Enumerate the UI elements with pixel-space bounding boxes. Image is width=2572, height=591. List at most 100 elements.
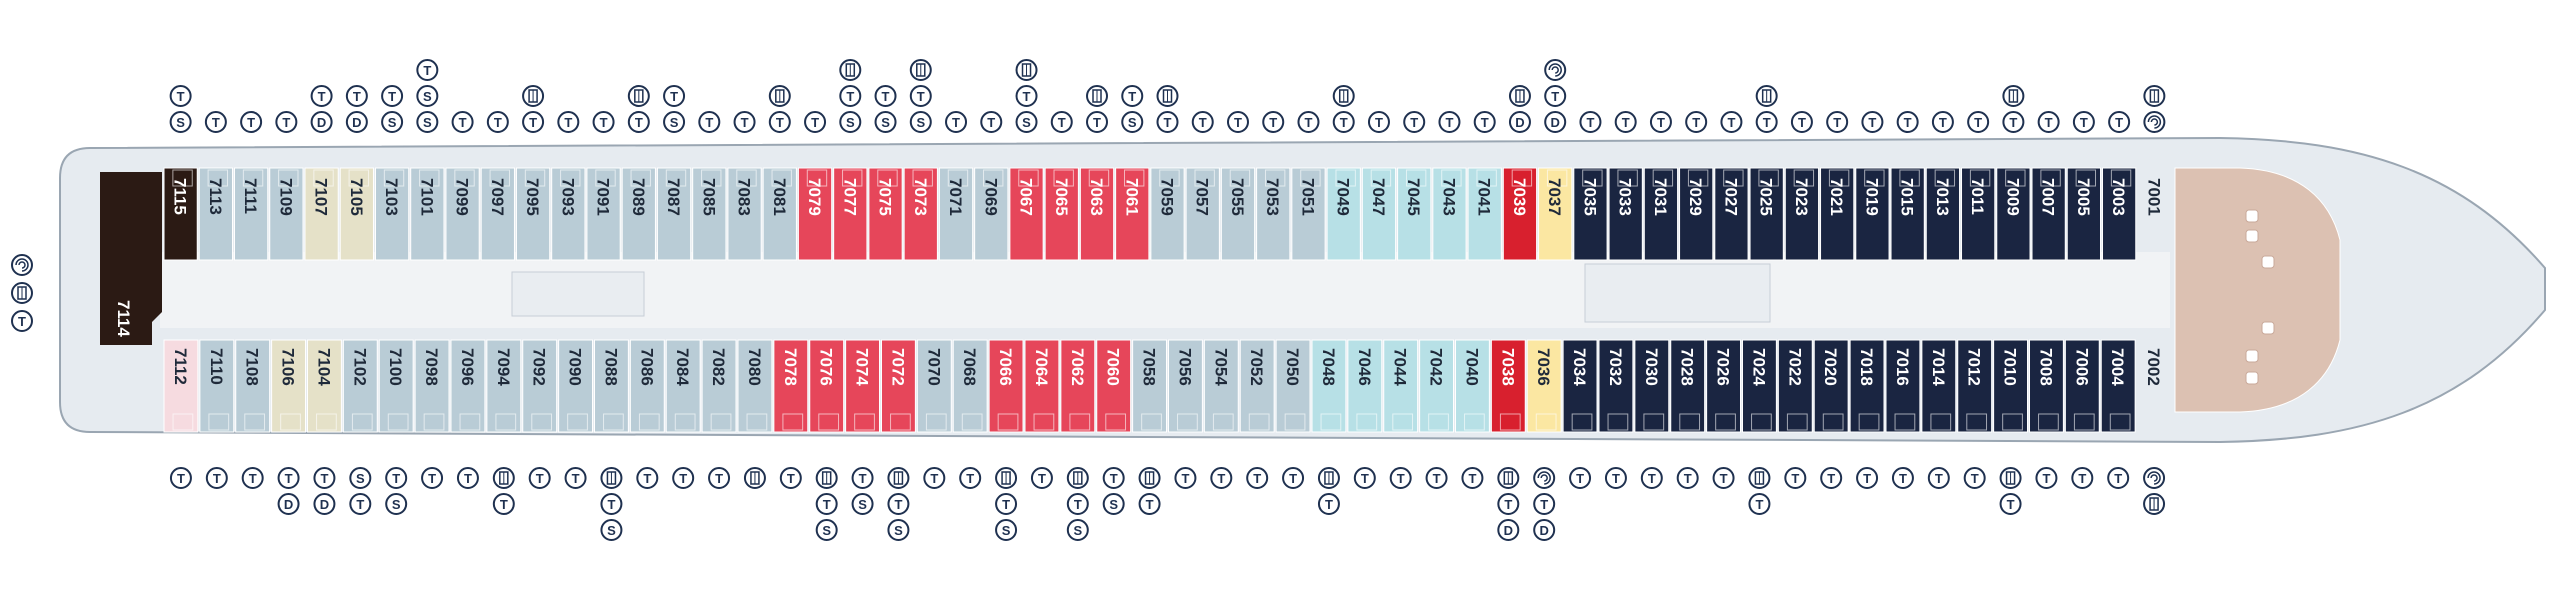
cabin-box[interactable]	[198, 167, 233, 261]
cabin-7110[interactable]: 7110	[199, 339, 235, 433]
cabin-box[interactable]	[307, 339, 342, 433]
cabin-box[interactable]	[1598, 339, 1634, 433]
cabin-7024[interactable]: 7024	[1742, 339, 1777, 433]
cabin-box[interactable]	[1885, 339, 1921, 433]
cabin-7054[interactable]: 7054	[1203, 339, 1239, 433]
cabin-box[interactable]	[515, 167, 551, 261]
cabin-7013[interactable]: 7013	[1925, 167, 1961, 261]
cabin-box[interactable]	[1957, 339, 1993, 433]
cabin-box[interactable]	[833, 167, 868, 261]
cabin-7035[interactable]: 7035	[1573, 167, 1608, 261]
cabin-box[interactable]	[665, 339, 701, 433]
cabin-box[interactable]	[1634, 339, 1670, 433]
cabin-7019[interactable]: 7019	[1855, 167, 1890, 261]
cabin-7003[interactable]: 7003	[2102, 167, 2137, 261]
cabin-7030[interactable]: 7030	[1634, 339, 1670, 433]
cabin-7069[interactable]: 7069	[974, 167, 1009, 261]
cabin-7020[interactable]: 7020	[1813, 339, 1849, 433]
cabin-7027[interactable]: 7027	[1714, 167, 1749, 261]
cabin-box[interactable]	[903, 167, 938, 261]
cabin-7067[interactable]: 7067	[1009, 167, 1044, 261]
cabin-7072[interactable]: 7072	[881, 339, 916, 433]
cabin-box[interactable]	[1256, 167, 1291, 261]
cabin-7101[interactable]: 7101	[410, 167, 445, 261]
cabin-box[interactable]	[1291, 167, 1326, 261]
cabin-box[interactable]	[737, 339, 773, 433]
cabin-7087[interactable]: 7087	[656, 167, 692, 261]
cabin-box[interactable]	[1361, 167, 1397, 261]
cabin-7029[interactable]: 7029	[1679, 167, 1714, 261]
cabin-7018[interactable]: 7018	[1849, 339, 1885, 433]
cabin-7073[interactable]: 7073	[903, 167, 938, 261]
cabin-box[interactable]	[1115, 167, 1150, 261]
cabin-7103[interactable]: 7103	[374, 167, 410, 261]
cabin-box[interactable]	[1777, 339, 1813, 433]
cabin-box[interactable]	[773, 339, 809, 433]
cabin-7080[interactable]: 7080	[737, 339, 773, 433]
aft-suite-7114[interactable]	[100, 172, 162, 345]
cabin-box[interactable]	[1185, 167, 1220, 261]
cabin-box[interactable]	[378, 339, 414, 433]
cabin-box[interactable]	[1996, 167, 2031, 261]
cabin-box[interactable]	[269, 167, 304, 261]
cabin-7086[interactable]: 7086	[629, 339, 665, 433]
cabin-box[interactable]	[1044, 167, 1079, 261]
cabin-7085[interactable]: 7085	[692, 167, 727, 261]
cabin-box[interactable]	[1608, 167, 1643, 261]
cabin-7076[interactable]: 7076	[809, 339, 845, 433]
cabin-7084[interactable]: 7084	[665, 339, 701, 433]
cabin-box[interactable]	[1467, 167, 1502, 261]
cabin-box[interactable]	[1921, 339, 1957, 433]
cabin-box[interactable]	[1925, 167, 1961, 261]
cabin-box[interactable]	[1679, 167, 1714, 261]
cabin-box[interactable]	[988, 339, 1024, 433]
cabin-7044[interactable]: 7044	[1383, 339, 1419, 433]
cabin-box[interactable]	[797, 167, 833, 261]
cabin-7011[interactable]: 7011	[1961, 167, 1996, 261]
cabin-7036[interactable]: 7036	[1526, 339, 1562, 433]
cabin-7033[interactable]: 7033	[1608, 167, 1643, 261]
cabin-7039[interactable]: 7039	[1502, 167, 1538, 261]
cabin-7115[interactable]: 7115	[163, 167, 198, 261]
cabin-7094[interactable]: 7094	[486, 339, 522, 433]
cabin-7032[interactable]: 7032	[1598, 339, 1634, 433]
cabin-box[interactable]	[304, 167, 339, 261]
cabin-7095[interactable]: 7095	[515, 167, 551, 261]
cabin-7065[interactable]: 7065	[1044, 167, 1079, 261]
cabin-box[interactable]	[1813, 339, 1849, 433]
cabin-7015[interactable]: 7015	[1890, 167, 1925, 261]
cabin-7077[interactable]: 7077	[833, 167, 868, 261]
cabin-box[interactable]	[938, 167, 974, 261]
cabin-box[interactable]	[621, 167, 656, 261]
cabin-box[interactable]	[1060, 339, 1096, 433]
cabin-box[interactable]	[845, 339, 880, 433]
cabin-7037[interactable]: 7037	[1538, 167, 1573, 261]
cabin-box[interactable]	[1706, 339, 1741, 433]
cabin-7010[interactable]: 7010	[1993, 339, 2028, 433]
cabin-box[interactable]	[1502, 167, 1538, 261]
cabin-box[interactable]	[1820, 167, 1855, 261]
cabin-box[interactable]	[1132, 339, 1167, 433]
cabin-7109[interactable]: 7109	[269, 167, 304, 261]
cabin-7093[interactable]: 7093	[551, 167, 586, 261]
cabin-box[interactable]	[2031, 167, 2066, 261]
cabin-box[interactable]	[1562, 339, 1598, 433]
cabin-7004[interactable]: 7004	[2100, 339, 2136, 433]
cabin-7057[interactable]: 7057	[1185, 167, 1220, 261]
cabin-box[interactable]	[656, 167, 692, 261]
cabin-box[interactable]	[558, 339, 593, 433]
cabin-7063[interactable]: 7063	[1079, 167, 1115, 261]
cabin-box[interactable]	[586, 167, 621, 261]
cabin-box[interactable]	[1490, 339, 1526, 433]
cabin-7104[interactable]: 7104	[307, 339, 342, 433]
cabin-7060[interactable]: 7060	[1096, 339, 1132, 433]
cabin-7075[interactable]: 7075	[868, 167, 903, 261]
cabin-7089[interactable]: 7089	[621, 167, 656, 261]
cabin-7061[interactable]: 7061	[1115, 167, 1150, 261]
cabin-7055[interactable]: 7055	[1220, 167, 1256, 261]
cabin-7031[interactable]: 7031	[1643, 167, 1679, 261]
cabin-7064[interactable]: 7064	[1024, 339, 1060, 433]
cabin-box[interactable]	[1009, 167, 1044, 261]
cabin-7092[interactable]: 7092	[522, 339, 558, 433]
cabin-box[interactable]	[1096, 339, 1132, 433]
